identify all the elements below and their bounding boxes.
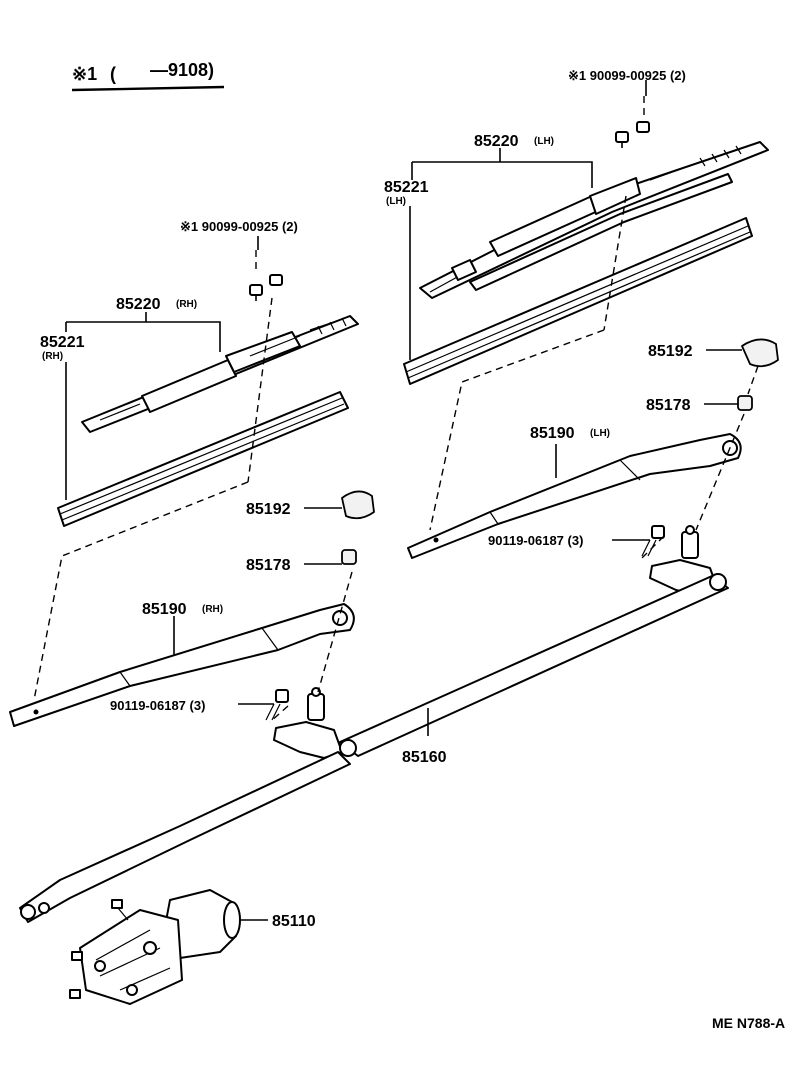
- bolt-note-rh: 90119-06187 (3): [110, 698, 205, 713]
- wiper-motor: [69, 889, 241, 1005]
- header-note-symbol: ※1: [72, 64, 97, 84]
- wiper-blade-rh: [81, 315, 359, 433]
- label-85190-lh-side: (LH): [590, 428, 610, 439]
- header-underline: [71, 85, 225, 92]
- cap-icon-lh: [741, 338, 779, 368]
- dashed-guides: [33, 96, 759, 723]
- label-85221-lh-side: (LH): [386, 196, 406, 207]
- screw-note-rh: ※1 90099-00925 (2): [180, 219, 298, 234]
- header-range: —9108): [150, 60, 214, 80]
- label-85220-rh-side: (RH): [176, 299, 197, 310]
- screw-note-lh: ※1 90099-00925 (2): [568, 68, 686, 83]
- label-85190-rh-side: (RH): [202, 604, 223, 615]
- label-85220-lh-side: (LH): [534, 136, 554, 147]
- wiper-arm-rh: [9, 603, 355, 727]
- screw-icon-lh: [615, 121, 650, 148]
- wiper-blade-insert-lh: [403, 217, 753, 385]
- bolt-icon-lh: [641, 525, 665, 557]
- label-85160: 85160: [402, 749, 447, 766]
- label-85190-rh: 85190: [142, 601, 187, 618]
- label-85192-lh: 85192: [648, 343, 693, 360]
- label-85178-lh: 85178: [646, 397, 691, 414]
- leader-lines: [65, 80, 742, 921]
- screw-icon-rh: [249, 274, 283, 301]
- label-85192-rh: 85192: [246, 501, 291, 518]
- pivot-rh: [273, 687, 343, 759]
- part-labels: ※1 90099-00925 (2) 85220 (LH) 85221 (LH)…: [40, 68, 785, 1031]
- wiper-blade-insert-rh: [57, 391, 349, 527]
- label-85220-rh: 85220: [116, 296, 161, 313]
- diagram-reference-code: ME N788-A: [712, 1015, 785, 1031]
- label-85221-rh-side: (RH): [42, 351, 63, 362]
- label-85220-lh: 85220: [474, 133, 519, 150]
- label-85190-lh: 85190: [530, 425, 575, 442]
- nut-icon-rh: [341, 549, 357, 565]
- bolt-icon-rh: [265, 689, 289, 721]
- label-85178-rh: 85178: [246, 557, 291, 574]
- cap-icon-rh: [341, 490, 375, 520]
- header-note: ※1 ( —9108): [71, 60, 225, 92]
- wiper-arm-lh: [407, 433, 742, 559]
- nut-icon-lh: [737, 395, 753, 411]
- header-open-paren: (: [110, 64, 116, 84]
- label-85221-rh: 85221: [40, 334, 85, 351]
- label-85110: 85110: [272, 913, 316, 930]
- bolt-note-lh: 90119-06187 (3): [488, 533, 583, 548]
- wiper-link-rod: [19, 573, 729, 923]
- label-85221-lh: 85221: [384, 179, 429, 196]
- wiper-blade-lh: [419, 141, 769, 299]
